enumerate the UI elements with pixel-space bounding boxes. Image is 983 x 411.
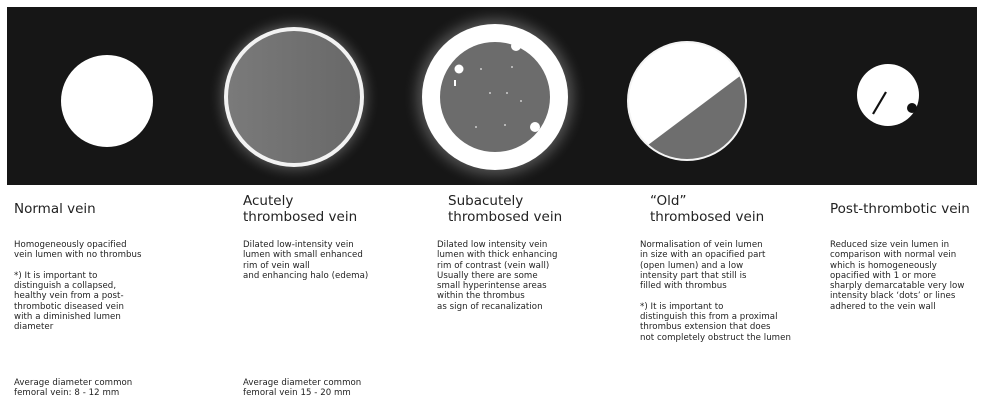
post-thrombotic-vein-description: Reduced size vein lumen in comparison wi… bbox=[830, 240, 964, 312]
post-thrombotic-vein-title: Post-thrombotic vein bbox=[830, 201, 970, 217]
post-wall-dot bbox=[907, 103, 917, 113]
acute-vein-diameter-note: Average diameter common femoral vein 15 … bbox=[243, 378, 361, 399]
acute-vein-description: Dilated low-intensity vein lumen with sm… bbox=[243, 240, 368, 281]
normal-vein-title: Normal vein bbox=[14, 201, 96, 217]
recanalization-spot bbox=[455, 65, 464, 74]
subacute-vein-title-line2: thrombosed vein bbox=[448, 209, 562, 225]
recanalization-spot bbox=[530, 122, 540, 132]
normal-vein-diameter-note: Average diameter common femoral vein: 8 … bbox=[14, 378, 132, 399]
subacute-vein-cross-section bbox=[403, 7, 587, 185]
old-vein-title-line2: thrombosed vein bbox=[650, 209, 764, 225]
normal-vein-cross-section bbox=[61, 55, 153, 147]
acute-thrombus bbox=[228, 31, 360, 163]
post-thrombotic-vein-cross-section bbox=[857, 64, 919, 126]
old-vein-description: Normalisation of vein lumen in size with… bbox=[640, 240, 791, 343]
old-vein-title-line1: “Old” bbox=[650, 193, 686, 209]
acute-vein-cross-section bbox=[208, 11, 380, 183]
subacute-thrombus bbox=[440, 42, 550, 152]
normal-vein-lumen bbox=[61, 55, 153, 147]
acute-vein-title-line2: thrombosed vein bbox=[243, 209, 357, 225]
post-reduced-lumen bbox=[857, 64, 919, 126]
subacute-vein-title-line1: Subacutely bbox=[448, 193, 523, 209]
acute-vein-title-line1: Acutely bbox=[243, 193, 293, 209]
subacute-vein-description: Dilated low intensity vein lumen with th… bbox=[437, 240, 557, 312]
vein-cross-sections-band bbox=[7, 7, 977, 185]
recanalization-spot bbox=[511, 41, 521, 51]
normal-vein-description: Homogeneously opacified vein lumen with … bbox=[14, 240, 142, 333]
recanalization-spot bbox=[454, 80, 456, 86]
